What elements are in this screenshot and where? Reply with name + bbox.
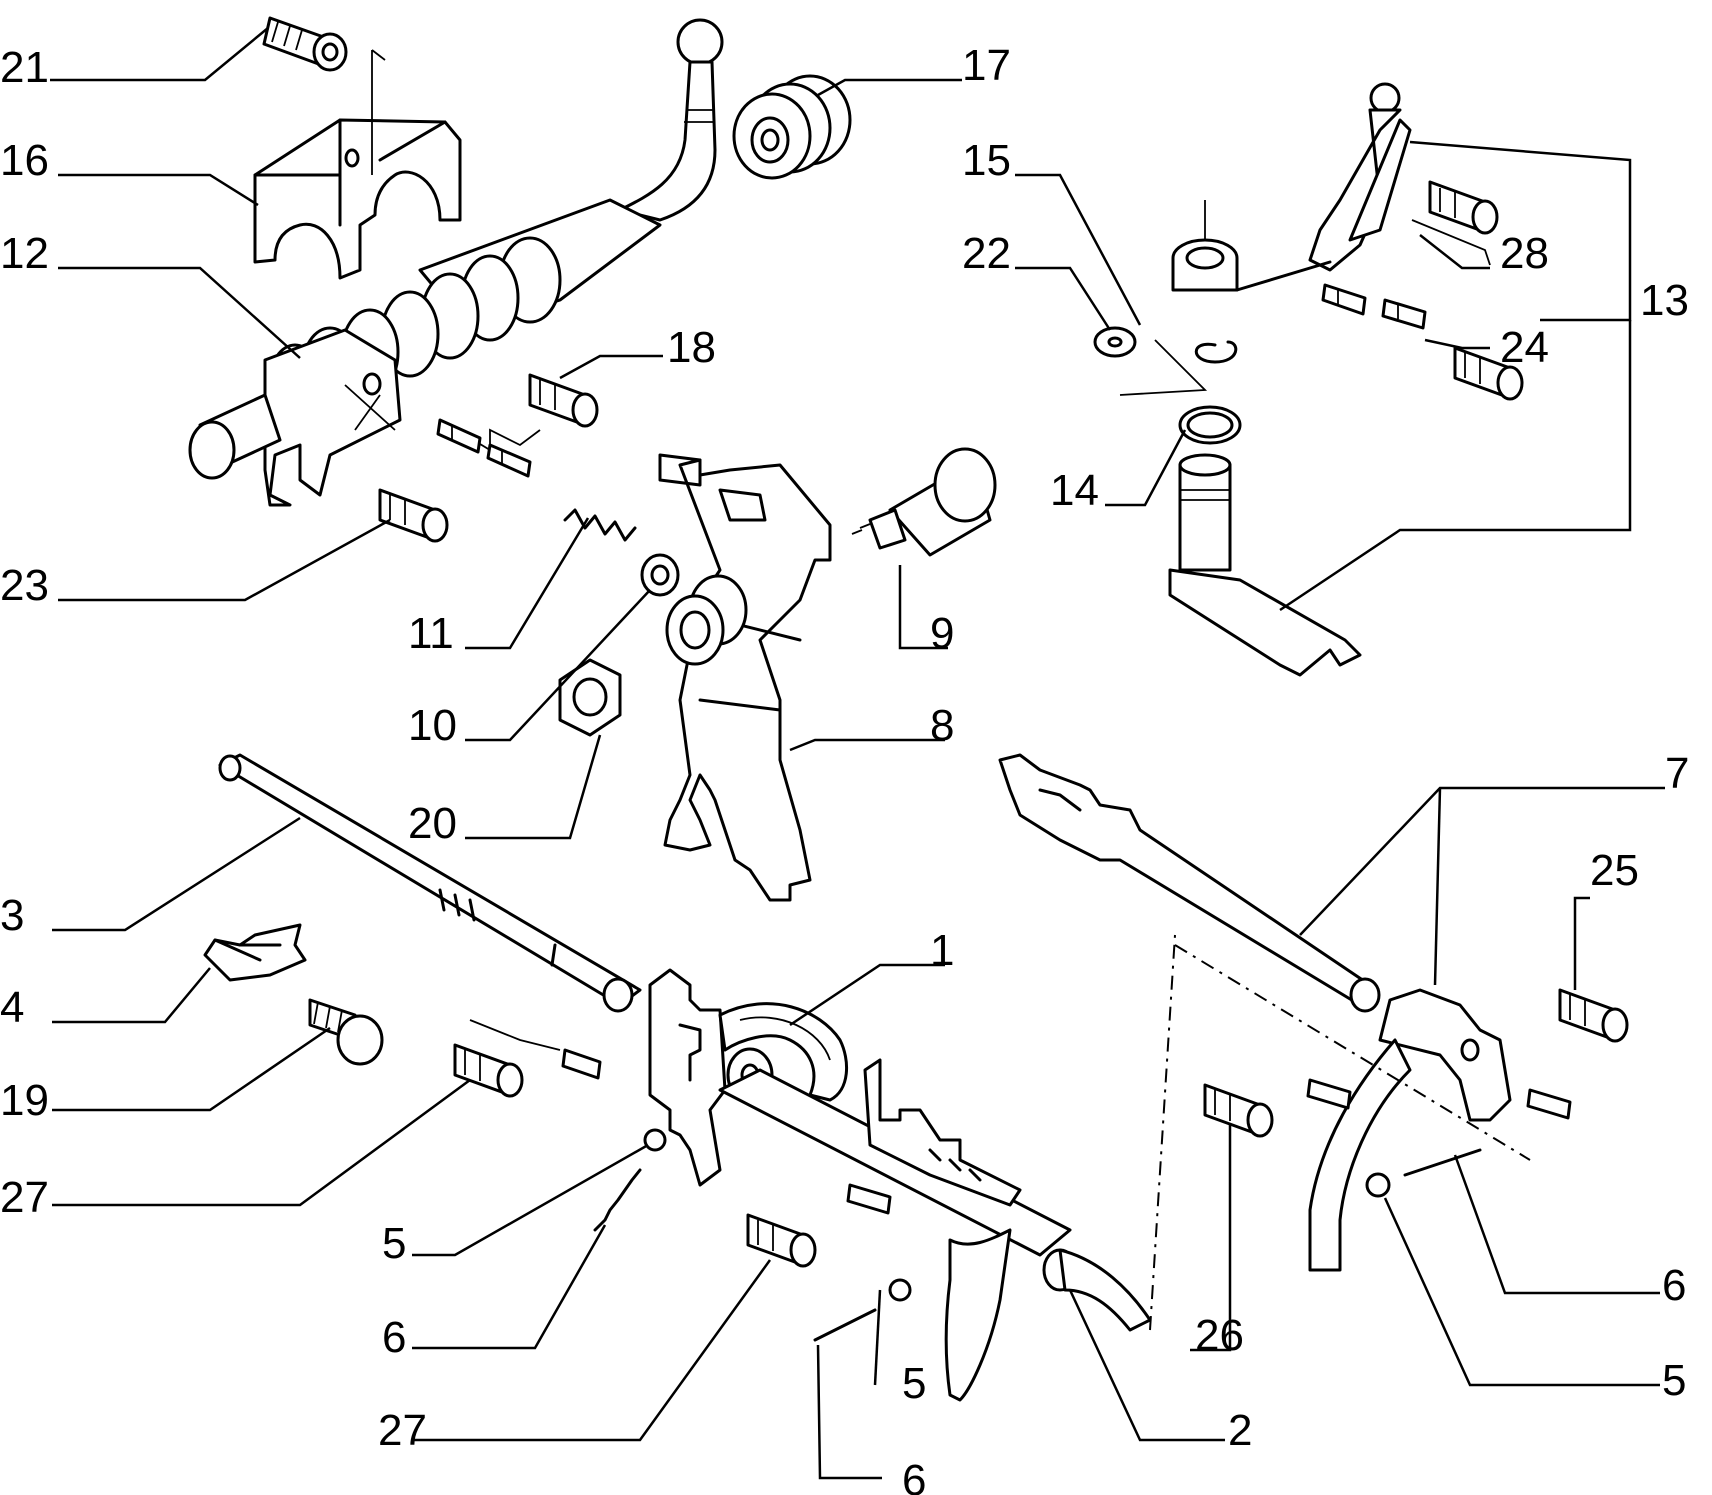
- callout-labels: 21 16 12 23 18 17 15 22 28 13 24 14 11 1…: [0, 41, 1689, 1495]
- callout-20: 20: [408, 799, 457, 848]
- callout-8: 8: [930, 701, 954, 750]
- part-3-shift-rod: [218, 753, 642, 1013]
- part-pins-small-13: [1321, 283, 1427, 330]
- callout-11: 11: [408, 609, 454, 658]
- part-27-roll-pin-a: [453, 1019, 602, 1098]
- callout-10: 10: [408, 701, 457, 750]
- callout-27-b: 27: [378, 1406, 427, 1455]
- part-24-roll-pin: [1453, 346, 1524, 401]
- callout-27-a: 27: [0, 1173, 49, 1222]
- part-28-roll-pin: [1411, 180, 1499, 266]
- part-27-roll-pin-b: [746, 1183, 892, 1268]
- part-17-bushing: [732, 74, 852, 180]
- callout-16: 16: [0, 136, 49, 185]
- callout-6-b: 6: [1662, 1261, 1686, 1310]
- callout-26: 26: [1195, 1311, 1244, 1360]
- callout-22: 22: [962, 229, 1011, 278]
- callout-9: 9: [930, 609, 954, 658]
- callout-21: 21: [0, 43, 49, 92]
- callout-1: 1: [930, 926, 954, 975]
- part-8-selector-plate: [658, 453, 832, 902]
- part-20-nut: [558, 658, 622, 737]
- callout-28: 28: [1500, 229, 1549, 278]
- part-13-shift-lever-assembly: [1093, 82, 1412, 677]
- part-23-roll-pin: [378, 488, 449, 543]
- part-21-bolt: [262, 16, 348, 72]
- callout-12: 12: [0, 229, 49, 278]
- callout-23: 23: [0, 561, 49, 610]
- callout-6-c: 6: [902, 1456, 926, 1495]
- part-9-pivot-bolt: [851, 447, 997, 557]
- part-5-6-spring-ball-b: [813, 1278, 912, 1342]
- part-2-selector-shaft: [718, 934, 1176, 1402]
- part-18-roll-pin: [439, 373, 599, 452]
- callout-2: 2: [1228, 1406, 1252, 1455]
- part-19-screw: [308, 998, 384, 1066]
- part-11-spring: [563, 508, 637, 542]
- callout-5-c: 5: [1662, 1356, 1686, 1405]
- callout-5-b: 5: [902, 1359, 926, 1408]
- part-5-6-spring-ball-a: [593, 1128, 667, 1232]
- callout-14: 14: [1050, 466, 1099, 515]
- callout-25: 25: [1590, 846, 1639, 895]
- callout-7: 7: [1665, 749, 1689, 798]
- callout-19: 19: [0, 1076, 49, 1125]
- part-5-6-spring-ball-c: [1365, 1148, 1482, 1198]
- callout-5-a: 5: [382, 1219, 406, 1268]
- callout-18: 18: [667, 323, 716, 372]
- part-25-roll-pin: [1558, 988, 1629, 1043]
- callout-17: 17: [962, 41, 1011, 90]
- callout-4: 4: [0, 983, 24, 1032]
- part-26-roll-pin: [1203, 1083, 1274, 1138]
- part-1-shift-fork: [648, 968, 849, 1187]
- part-10-plunger: [640, 553, 680, 597]
- part-4-clip: [203, 923, 307, 982]
- part-16-bracket: [253, 49, 462, 280]
- leader-lines: [50, 27, 1665, 1480]
- callout-24: 24: [1500, 323, 1549, 372]
- callout-13: 13: [1640, 276, 1689, 325]
- callout-3: 3: [0, 891, 24, 940]
- part-pins-small: [436, 418, 532, 478]
- callout-15: 15: [962, 136, 1011, 185]
- callout-6-a: 6: [382, 1313, 406, 1362]
- part-12-shift-lever: [188, 18, 724, 507]
- part-7-shift-fork: [998, 753, 1531, 1272]
- part-pins-small-7: [1306, 1078, 1572, 1120]
